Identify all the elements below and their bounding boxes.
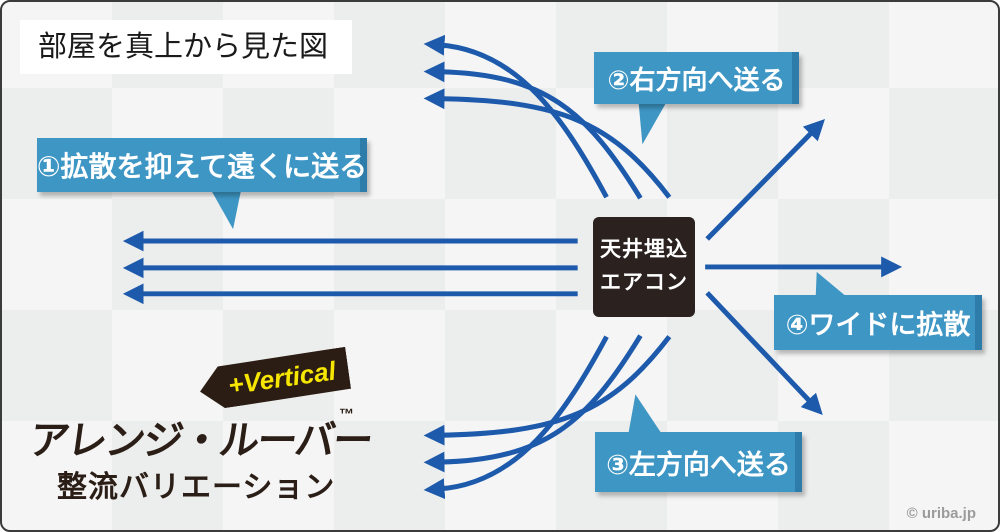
arrow-upright <box>705 119 825 241</box>
arrow-downleft-3 <box>423 335 672 446</box>
page-title: 部屋を真上から見た図 <box>20 20 353 74</box>
copyright-notice: © uriba.jp <box>906 505 976 522</box>
label-send-left: ③左方向へ送る <box>595 432 802 492</box>
aircon-line1: 天井埋込 <box>600 238 688 262</box>
brand-logo: アレンジ・ルーバー <box>26 419 375 463</box>
aircon-line2: エアコン <box>600 271 688 294</box>
bubble-1-tail <box>211 190 242 230</box>
arrow-downright <box>705 291 823 416</box>
trademark-mark: ™ <box>339 406 354 423</box>
arrow-downleft-1 <box>423 335 609 500</box>
arrow-upleft-2 <box>423 61 643 200</box>
bubble-3-tail <box>628 394 662 434</box>
brand-subtitle: 整流バリエーション <box>57 471 336 504</box>
label-wide-spread: ④ワイドに拡散 <box>774 295 982 350</box>
label-send-right: ②右方向へ送る <box>594 52 799 104</box>
bubble-2-tail <box>638 100 668 145</box>
label-far-throw: ①拡散を抑えて遠くに送る <box>37 138 367 192</box>
arrow-upleft-3 <box>423 88 672 199</box>
arrow-downleft-2 <box>423 334 643 473</box>
bubble-4-tail <box>815 271 847 297</box>
arrow-upleft-1 <box>423 34 609 199</box>
aircon-unit: 天井埋込 エアコン <box>593 217 695 317</box>
